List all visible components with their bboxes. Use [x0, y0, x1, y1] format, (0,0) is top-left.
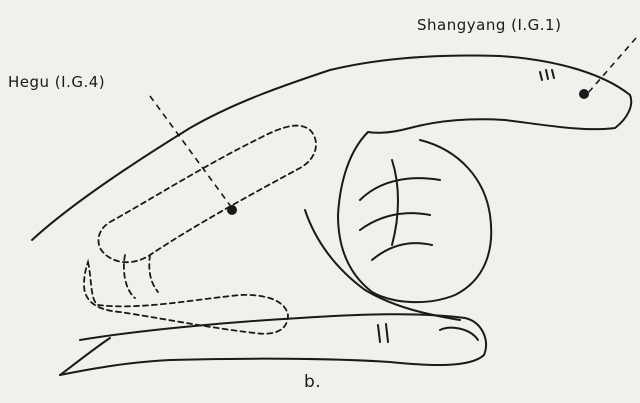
- hegu-label: Hegu (I.G.4): [8, 73, 105, 91]
- shangyang-point: [579, 89, 589, 99]
- figure-caption: b.: [304, 372, 321, 392]
- shangyang-label: Shangyang (I.G.1): [417, 16, 561, 34]
- hegu-point: [227, 205, 237, 215]
